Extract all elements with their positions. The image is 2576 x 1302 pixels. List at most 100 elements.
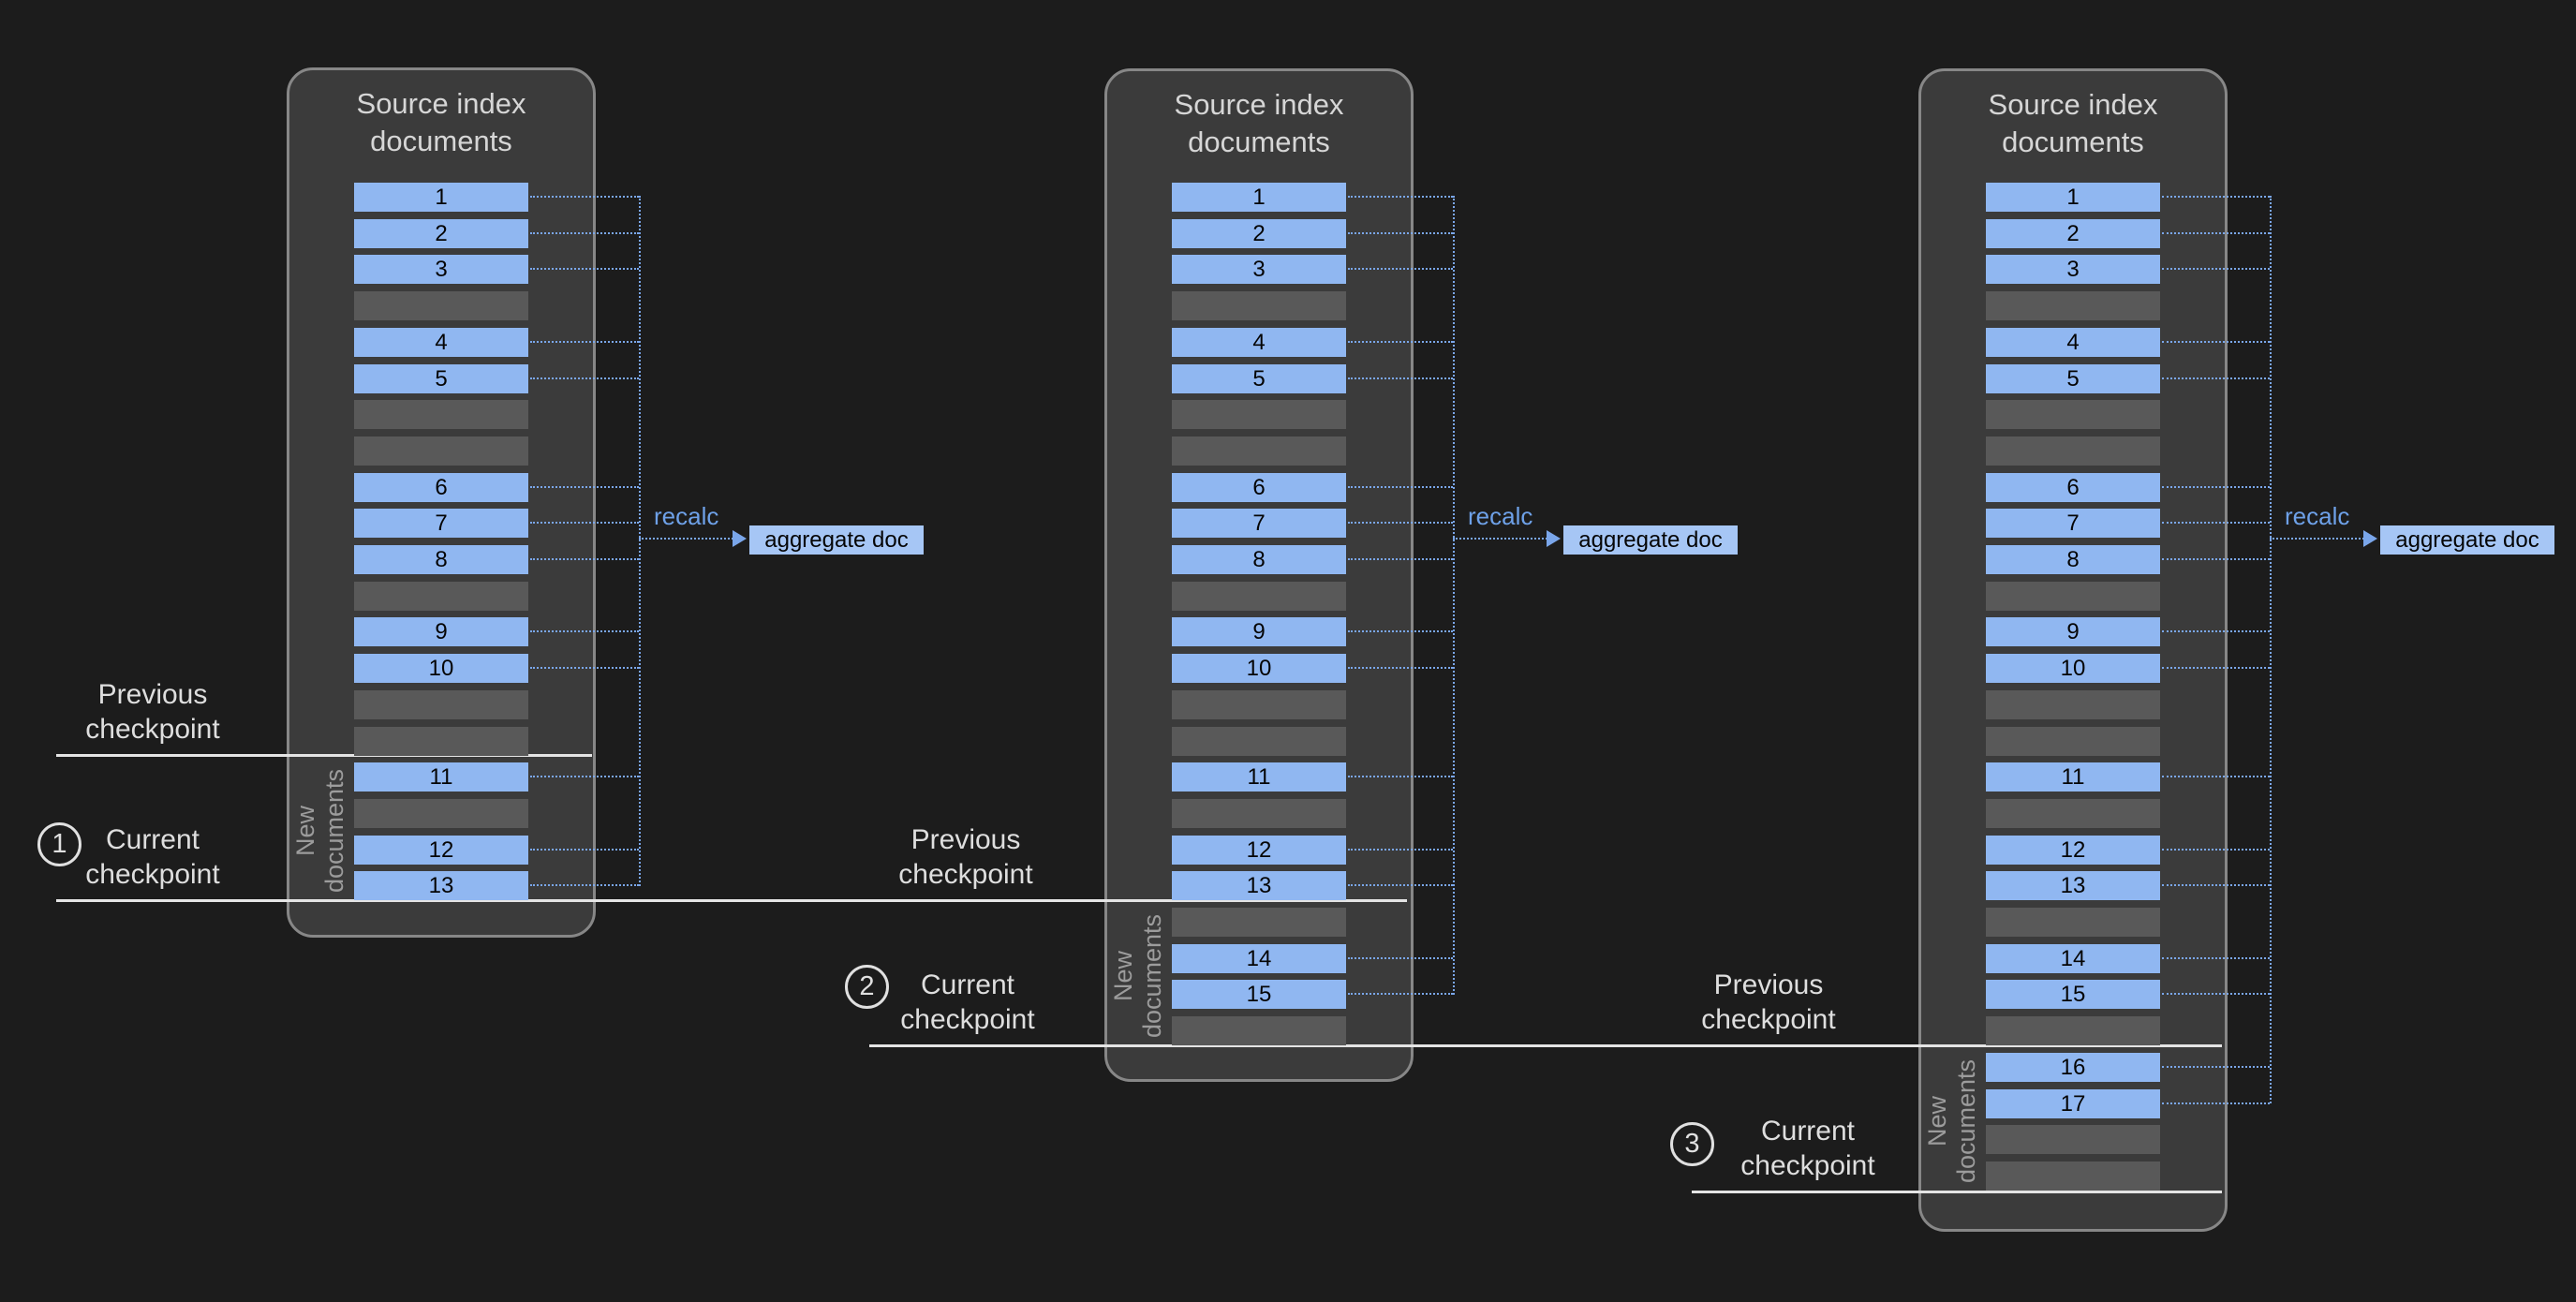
doc-to-bracket-connector (2162, 522, 2270, 524)
checkpoint-number-badge-1: 1 (37, 822, 81, 866)
document-row: 7 (1986, 509, 2160, 538)
current-checkpoint-line-3 (1692, 1191, 2222, 1193)
doc-to-bracket-connector (1348, 377, 1453, 379)
empty-row-slot (1986, 1161, 2160, 1191)
document-row: 11 (1172, 762, 1346, 792)
document-row: 14 (1986, 944, 2160, 973)
empty-row-slot (1172, 400, 1346, 429)
document-row: 1 (354, 183, 528, 212)
empty-row-slot (1986, 436, 2160, 466)
document-row: 9 (1986, 617, 2160, 646)
document-row: 13 (1986, 871, 2160, 900)
doc-to-bracket-connector (2162, 630, 2270, 632)
document-row: 16 (1986, 1053, 2160, 1082)
doc-to-bracket-connector (2162, 377, 2270, 379)
doc-to-bracket-connector (2162, 957, 2270, 959)
doc-to-bracket-connector (530, 667, 639, 669)
document-row: 10 (354, 654, 528, 683)
document-row: 1 (1986, 183, 2160, 212)
empty-row-slot (354, 400, 528, 429)
panel-title-line1: Source index (356, 87, 526, 120)
doc-to-bracket-connector (1348, 993, 1453, 995)
empty-row-slot (1986, 690, 2160, 719)
doc-to-bracket-connector (1348, 957, 1453, 959)
label-line2: checkpoint (900, 1004, 1035, 1035)
document-row: 5 (1172, 364, 1346, 393)
new-documents-line2: documents (1952, 1058, 1980, 1184)
previous-checkpoint-label-1: Previous checkpoint (54, 677, 251, 747)
document-row: 12 (1986, 836, 2160, 865)
document-row: 6 (1986, 473, 2160, 502)
doc-to-bracket-connector (2162, 884, 2270, 886)
current-checkpoint-label-2: Current checkpoint (869, 968, 1066, 1037)
doc-to-bracket-connector (2162, 196, 2270, 198)
doc-to-bracket-connector (1348, 667, 1453, 669)
empty-row-slot (354, 690, 528, 719)
empty-row-slot (354, 291, 528, 320)
doc-to-bracket-connector (2162, 1066, 2270, 1068)
doc-to-bracket-connector (2162, 849, 2270, 851)
new-documents-line1: New (1109, 951, 1137, 1002)
doc-to-bracket-connector (2162, 232, 2270, 234)
checkpoint-line-1-2 (56, 899, 1407, 902)
aggregate-doc-box: aggregate doc (2380, 525, 2554, 555)
empty-row-slot (1986, 291, 2160, 320)
label-line2: checkpoint (898, 859, 1033, 890)
label-line1: Previous (97, 679, 208, 710)
empty-row-slot (354, 727, 528, 756)
doc-to-bracket-connector (1348, 630, 1453, 632)
doc-to-bracket-connector (530, 341, 639, 343)
document-row: 5 (1986, 364, 2160, 393)
recalc-arrow-head (733, 530, 747, 547)
document-row: 3 (1986, 255, 2160, 284)
panel-title-line1: Source index (1174, 88, 1344, 121)
document-row: 2 (1172, 219, 1346, 248)
current-checkpoint-label-1: Current checkpoint (54, 822, 251, 892)
panel-title-line2: documents (2002, 126, 2144, 158)
empty-row-slot (1986, 908, 2160, 937)
empty-row-slot (1986, 400, 2160, 429)
current-checkpoint-label-3: Current checkpoint (1710, 1114, 1906, 1183)
recalc-label: recalc (2285, 502, 2350, 530)
doc-to-bracket-connector (530, 558, 639, 560)
new-documents-line2: documents (1138, 913, 1166, 1039)
doc-to-bracket-connector (530, 268, 639, 270)
doc-to-bracket-connector (530, 486, 639, 488)
document-row: 8 (1986, 545, 2160, 574)
empty-row-slot (1172, 582, 1346, 611)
label-line1: Current (1760, 1116, 1856, 1147)
doc-to-bracket-connector (530, 849, 639, 851)
document-row: 6 (354, 473, 528, 502)
empty-row-slot (1172, 291, 1346, 320)
doc-to-bracket-connector (1348, 884, 1453, 886)
previous-checkpoint-label-3: Previous checkpoint (1670, 968, 1867, 1037)
document-row: 7 (354, 509, 528, 538)
empty-row-slot (1172, 727, 1346, 756)
label-line1: Previous (910, 824, 1021, 855)
doc-to-bracket-connector (530, 630, 639, 632)
empty-row-slot (1172, 799, 1346, 828)
checkpoint-line-2-3 (869, 1044, 2222, 1047)
doc-to-bracket-connector (530, 196, 639, 198)
doc-to-bracket-connector (1348, 268, 1453, 270)
document-row: 5 (354, 364, 528, 393)
panel-title-line2: documents (1188, 126, 1330, 158)
empty-row-slot (1172, 908, 1346, 937)
aggregate-doc-box: aggregate doc (1563, 525, 1738, 555)
empty-row-slot (354, 582, 528, 611)
document-row: 17 (1986, 1089, 2160, 1118)
new-documents-label: New documents (1109, 896, 1175, 1056)
document-row: 3 (354, 255, 528, 284)
label-line2: checkpoint (85, 714, 220, 745)
recalc-arrow-line (639, 538, 736, 540)
doc-to-bracket-connector (1348, 849, 1453, 851)
empty-row-slot (354, 436, 528, 466)
label-line2: checkpoint (1701, 1004, 1836, 1035)
empty-row-slot (1986, 799, 2160, 828)
document-collector-bracket (2270, 196, 2272, 1103)
label-line1: Current (105, 824, 200, 855)
doc-to-bracket-connector (1348, 232, 1453, 234)
new-documents-line1: New (291, 806, 319, 857)
document-row: 15 (1172, 980, 1346, 1009)
document-row: 10 (1172, 654, 1346, 683)
